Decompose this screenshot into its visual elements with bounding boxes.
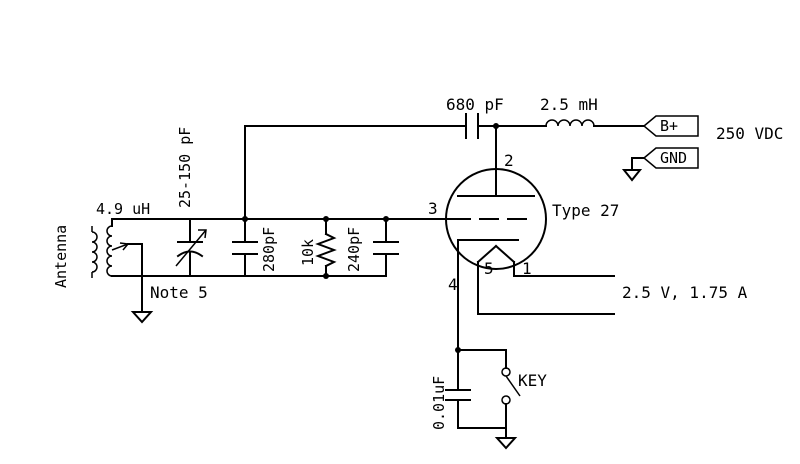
resistor-10k — [315, 218, 337, 277]
pin5-label: 5 — [484, 259, 494, 278]
telegraph-key — [501, 349, 521, 429]
supply-label: 250 VDC — [716, 124, 783, 143]
inductor-label: 4.9 uH — [96, 200, 150, 218]
tube-type-label: Type 27 — [552, 201, 619, 220]
note-label: Note 5 — [150, 283, 208, 302]
capacitor-280pf — [232, 218, 258, 277]
key-label: KEY — [518, 371, 547, 390]
pin3-label: 3 — [428, 199, 438, 218]
capacitor-240pf — [373, 218, 399, 277]
capacitor-0-01uf — [445, 349, 471, 429]
filament-label: 2.5 V, 1.75 A — [622, 283, 748, 302]
ground-symbol — [457, 427, 518, 450]
junction-dot — [383, 216, 389, 222]
res-10k-label: 10k — [299, 239, 317, 266]
choke-2-5mh — [545, 119, 595, 127]
triode-tube — [423, 125, 547, 351]
tuned-inductor — [106, 218, 141, 277]
cap-280-label: 280pF — [260, 227, 278, 272]
cap-680-label: 680 pF — [446, 95, 504, 114]
antenna-label: Antenna — [52, 225, 70, 288]
antenna-coil — [91, 226, 98, 278]
choke-label: 2.5 mH — [540, 95, 598, 114]
var-cap-label: 25-150 pF — [176, 127, 194, 208]
capacitor-680pf — [465, 113, 479, 139]
pin4-label: 4 — [448, 275, 458, 294]
bplus-terminal — [642, 115, 699, 137]
variable-capacitor — [175, 218, 207, 277]
bplus-label: B+ — [660, 117, 678, 135]
gnd-label: GND — [660, 149, 687, 167]
gnd-terminal — [621, 147, 699, 182]
coil-tap-ground — [127, 243, 154, 324]
junction-dot — [323, 216, 329, 222]
pin1-label: 1 — [522, 259, 532, 278]
junction-dot — [323, 273, 329, 279]
pin2-label: 2 — [504, 151, 514, 170]
cap-001-label: 0.01uF — [430, 376, 448, 430]
cap-240-label: 240pF — [345, 227, 363, 272]
